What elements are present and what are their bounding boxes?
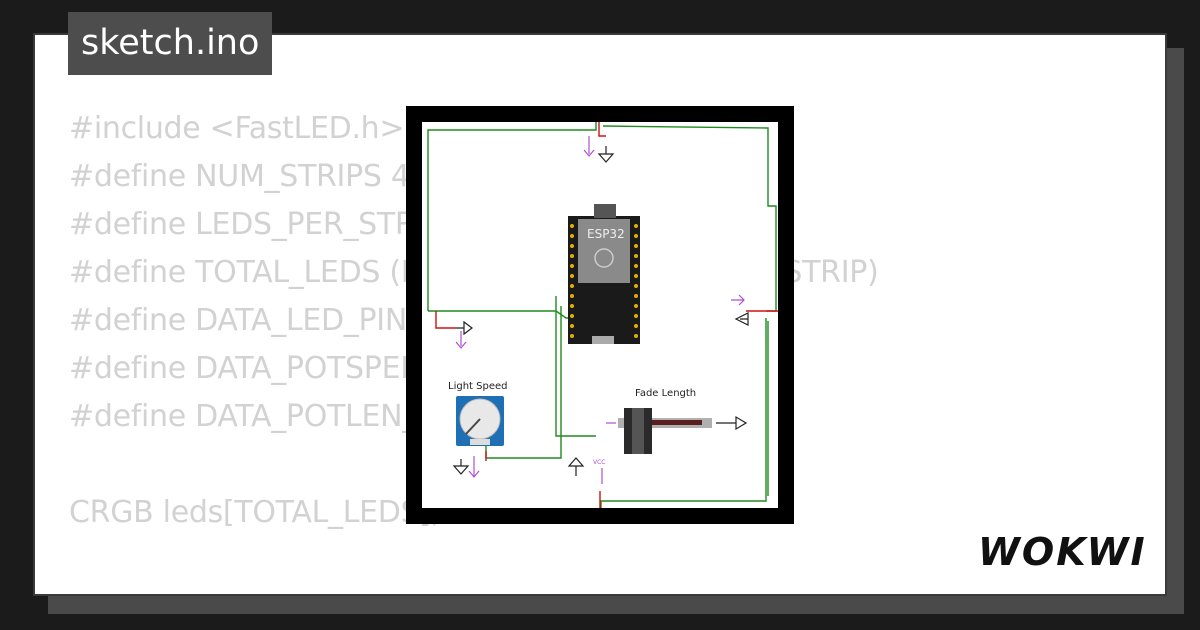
power-wires xyxy=(435,122,778,508)
esp32-pins xyxy=(570,224,638,338)
circuit-diagram: ESP32 Light Speed Fade Length xyxy=(406,106,794,524)
code-line xyxy=(69,537,878,585)
fade-length-slider xyxy=(618,408,712,454)
wokwi-logo: WOKWI xyxy=(978,530,1147,574)
code-line: #include <FastLED.h> xyxy=(69,111,405,146)
light-speed-label: Light Speed xyxy=(448,381,507,392)
esp32-board: ESP32 xyxy=(568,204,640,344)
light-speed-potentiometer xyxy=(456,396,504,446)
vcc-symbols xyxy=(455,136,745,484)
vcc-label: VCC xyxy=(593,459,605,466)
ground-symbols xyxy=(452,146,749,476)
fade-length-label: Fade Length xyxy=(635,388,696,399)
code-line: CRGB leds[TOTAL_LEDS]; xyxy=(69,495,441,530)
code-line: void setup() { xyxy=(69,585,878,594)
esp32-label: ESP32 xyxy=(587,227,625,241)
code-line: #define NUM_STRIPS 4 xyxy=(69,159,410,194)
sketch-title: sketch.ino xyxy=(68,12,273,75)
wokwi-logo-text: WOKWI xyxy=(978,530,1147,574)
